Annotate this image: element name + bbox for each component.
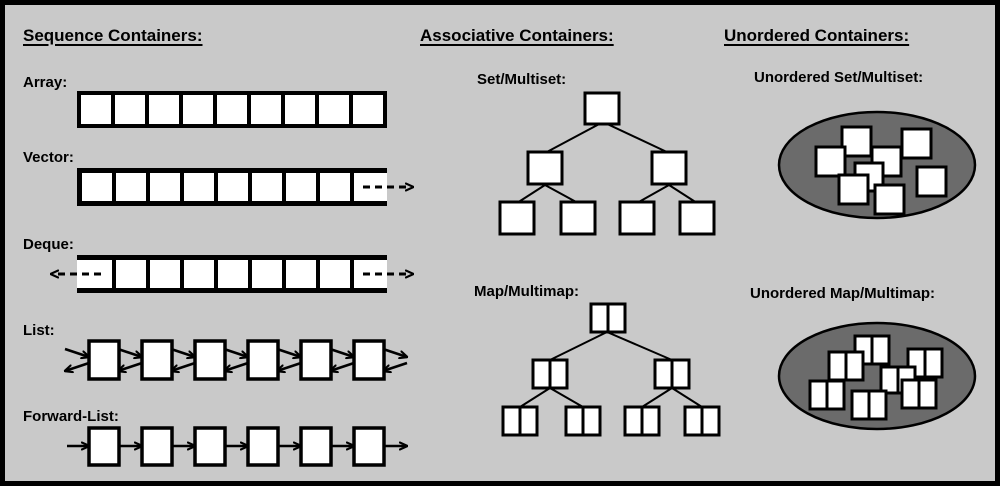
- array-figure: [77, 91, 387, 128]
- map-multimap-tree: [501, 302, 721, 437]
- section-heading-unordered: Unordered Containers:: [724, 26, 910, 45]
- label-map-multimap: Map/Multimap:: [474, 283, 579, 300]
- diagram-graphics: [5, 91, 977, 467]
- unordered-map-multimap-bucket: [777, 321, 977, 431]
- forward-list-figure: [67, 426, 407, 467]
- label-vector: Vector:: [23, 149, 74, 166]
- section-heading-associative: Associative Containers:: [420, 26, 614, 45]
- unordered-set-multiset-bucket: [777, 110, 977, 220]
- section-heading-sequence: Sequence Containers:: [23, 26, 203, 45]
- label-unordered-map-multimap: Unordered Map/Multimap:: [750, 285, 936, 302]
- set-multiset-tree: [498, 91, 716, 236]
- deque-figure: [51, 255, 413, 293]
- label-array: Array:: [23, 74, 68, 91]
- label-set-multiset: Set/Multiset:: [477, 71, 567, 88]
- label-list: List:: [23, 322, 55, 339]
- label-deque: Deque:: [23, 236, 74, 253]
- label-forward-list: Forward-List:: [23, 408, 119, 425]
- vector-figure: [77, 168, 413, 206]
- list-figure: [65, 339, 407, 381]
- label-unordered-set-multiset: Unordered Set/Multiset:: [754, 69, 924, 86]
